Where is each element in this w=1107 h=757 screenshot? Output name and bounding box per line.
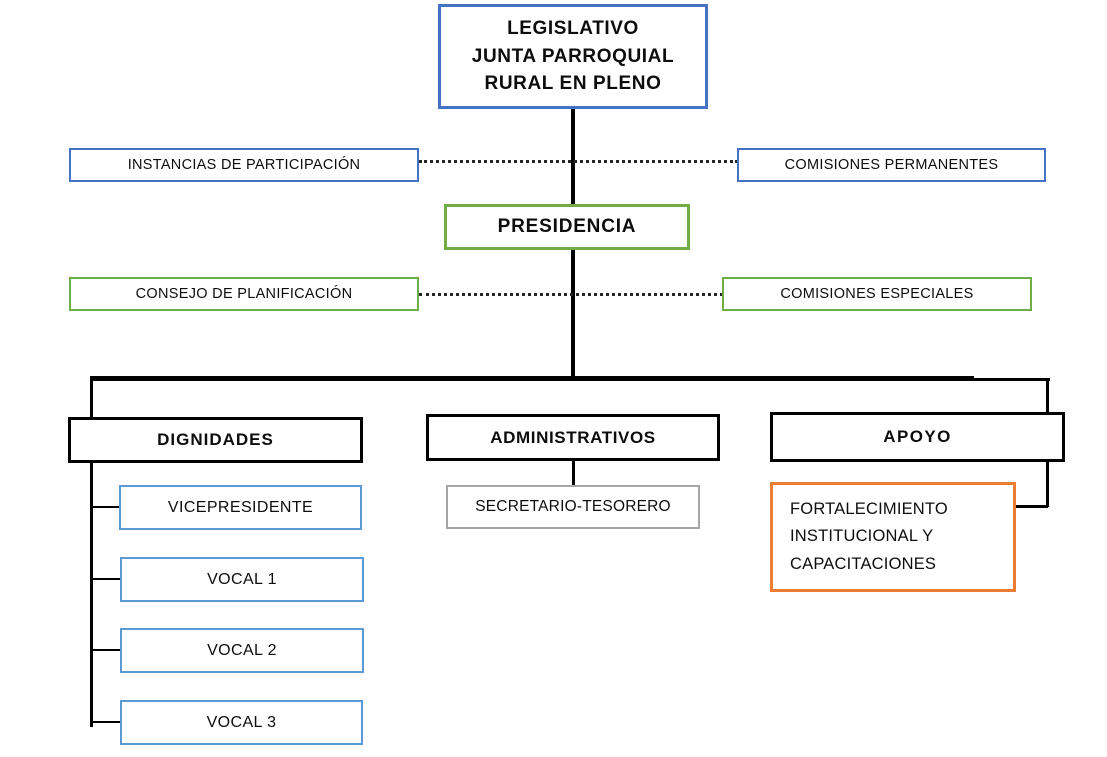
node-administrativos-label: ADMINISTRATIVOS [490, 427, 656, 447]
node-vocal-1[interactable]: VOCAL 1 [120, 557, 364, 602]
node-comisiones-permanentes[interactable]: COMISIONES PERMANENTES [737, 148, 1046, 182]
node-secretario-tesorero[interactable]: SECRETARIO-TESORERO [446, 485, 700, 529]
node-vicepresidente[interactable]: VICEPRESIDENTE [119, 485, 362, 530]
connector-apoyo-to-fortalecimiento [1014, 505, 1048, 508]
node-vocal-3[interactable]: VOCAL 3 [120, 700, 363, 745]
connector-spine-to-vocal3 [90, 721, 121, 723]
connector-main-horizontal-bus [90, 376, 974, 381]
connector-legislativo-to-presidencia-upper [571, 105, 575, 161]
connector-spine-to-vocal1 [90, 578, 121, 580]
connector-presidencia-to-bus [571, 249, 575, 380]
node-vocal-2[interactable]: VOCAL 2 [120, 628, 364, 673]
connector-bus-extension-right [970, 378, 1050, 381]
node-presidencia-label: PRESIDENCIA [497, 216, 637, 237]
node-comisiones-permanentes-label: COMISIONES PERMANENTES [784, 157, 999, 173]
connector-bus-to-dignidades [90, 378, 93, 418]
node-apoyo[interactable]: APOYO [770, 412, 1065, 462]
node-administrativos[interactable]: ADMINISTRATIVOS [426, 414, 720, 461]
node-vicepresidente-label: VICEPRESIDENTE [167, 498, 314, 516]
node-vocal-2-label: VOCAL 2 [207, 641, 277, 659]
node-dignidades-label: DIGNIDADES [157, 430, 274, 449]
node-vocal-3-label: VOCAL 3 [206, 713, 277, 731]
node-consejo-de-planificacion-label: CONSEJO DE PLANIFICACIÓN [135, 286, 353, 302]
node-presidencia[interactable]: PRESIDENCIA [444, 204, 690, 250]
connector-spine-to-vocal2 [90, 649, 121, 651]
node-vocal-1-label: VOCAL 1 [207, 570, 277, 588]
node-legislativo[interactable]: LEGISLATIVO JUNTA PARROQUIAL RURAL EN PL… [438, 4, 708, 109]
node-fortalecimiento-institucional[interactable]: FORTALECIMIENTO INSTITUCIONAL Y CAPACITA… [770, 482, 1016, 592]
node-fortalecimiento-institucional-label: FORTALECIMIENTO INSTITUCIONAL Y CAPACITA… [790, 500, 948, 573]
node-consejo-de-planificacion[interactable]: CONSEJO DE PLANIFICACIÓN [69, 277, 419, 311]
node-apoyo-label: APOYO [883, 427, 952, 446]
node-secretario-tesorero-label: SECRETARIO-TESORERO [475, 498, 671, 515]
node-comisiones-especiales[interactable]: COMISIONES ESPECIALES [722, 277, 1032, 311]
connector-bus-to-apoyo [1046, 378, 1049, 414]
node-instancias-de-participacion[interactable]: INSTANCIAS DE PARTICIPACIÓN [69, 148, 419, 182]
node-instancias-de-participacion-label: INSTANCIAS DE PARTICIPACIÓN [127, 157, 361, 173]
node-legislativo-label: LEGISLATIVO JUNTA PARROQUIAL RURAL EN PL… [471, 18, 675, 95]
connector-spine-to-vicepresidente [90, 506, 120, 508]
connector-legislativo-to-presidencia-lower [571, 161, 575, 206]
dotted-link-instancias-comisiones-permanentes [419, 160, 738, 163]
connector-apoyo-drop [1046, 462, 1049, 507]
node-dignidades[interactable]: DIGNIDADES [68, 417, 363, 463]
node-comisiones-especiales-label: COMISIONES ESPECIALES [780, 286, 974, 302]
connector-dignidades-spine [90, 462, 93, 727]
connector-administrativos-to-secretario [572, 461, 575, 486]
dotted-link-consejo-comisiones-especiales [419, 293, 723, 296]
